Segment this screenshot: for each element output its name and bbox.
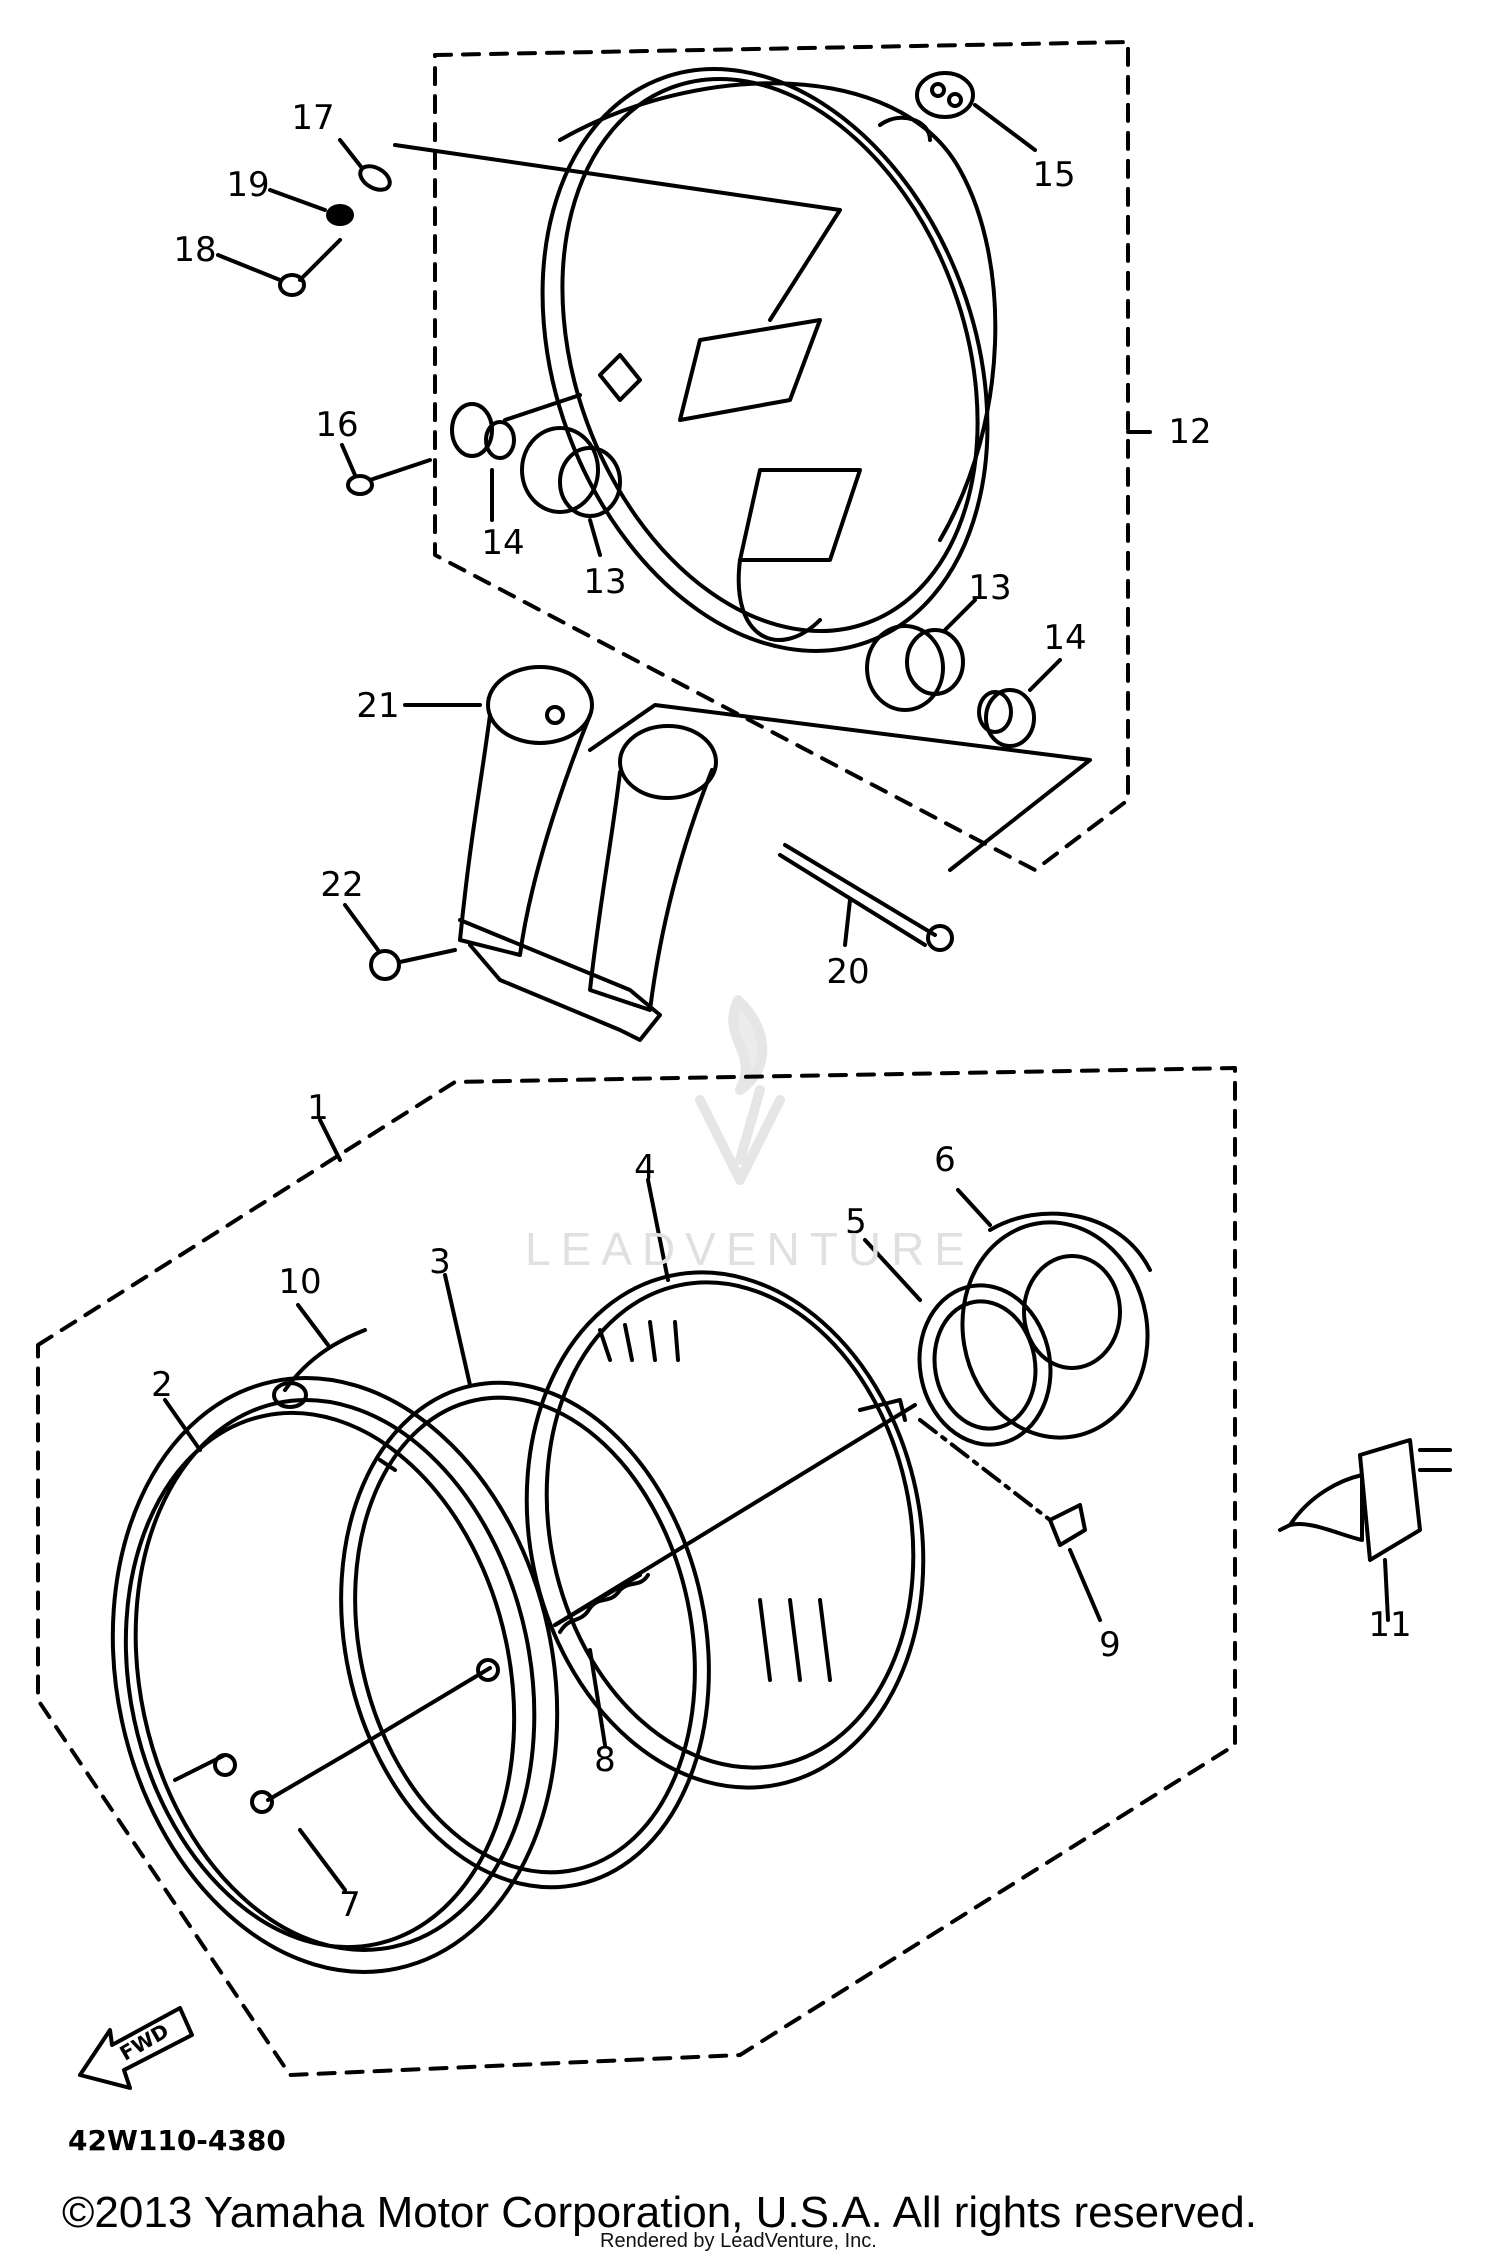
headlight-rim-2 <box>110 1376 560 1974</box>
leader-14-right <box>1028 658 1062 692</box>
callout-22: 22 <box>320 865 364 905</box>
mounting-ring-3 <box>339 1380 711 1890</box>
callout-8: 8 <box>594 1740 616 1780</box>
leader-4 <box>646 1178 670 1282</box>
callout-7: 7 <box>339 1885 361 1925</box>
callout-4: 4 <box>634 1148 656 1188</box>
clip-9 <box>1048 1503 1087 1547</box>
nut-19 <box>326 204 354 226</box>
rendered-by-note: Rendered by LeadVenture, Inc. <box>600 2230 877 2252</box>
callout-13-left: 13 <box>583 562 627 602</box>
wire-clip-10 <box>272 1328 367 1409</box>
callout-14-left: 14 <box>481 523 525 563</box>
housing-boundary-dashed <box>433 40 1130 872</box>
headlight-lens-4 <box>524 1270 926 1790</box>
callout-18: 18 <box>173 230 217 270</box>
callout-1: 1 <box>307 1088 329 1128</box>
leader-11 <box>1383 1558 1390 1622</box>
leader-15 <box>973 103 1037 152</box>
leader-18 <box>216 253 282 282</box>
damper-13-right <box>865 624 965 712</box>
leader-10 <box>296 1303 330 1347</box>
leader-3 <box>443 1273 472 1387</box>
callout-19: 19 <box>226 165 270 205</box>
leader-5 <box>863 1238 922 1302</box>
leader-2 <box>163 1398 202 1452</box>
bolt-20 <box>778 843 954 952</box>
callout-13-right: 13 <box>968 568 1012 608</box>
leader-17 <box>338 138 364 170</box>
callout-14-right: 14 <box>1043 618 1087 658</box>
callout-17: 17 <box>291 98 335 138</box>
leader-19 <box>268 188 327 212</box>
leader-6 <box>956 1188 992 1227</box>
callout-16: 16 <box>315 405 359 445</box>
socket-cover-6 <box>960 1211 1152 1440</box>
fwd-arrow <box>78 2006 194 2090</box>
screw-16 <box>346 458 432 496</box>
callout-5: 5 <box>845 1202 867 1242</box>
leader-7 <box>298 1828 347 1892</box>
bulb-holder-5 <box>917 1283 1053 1447</box>
ref-line-14-left <box>503 393 582 422</box>
callout-12: 12 <box>1168 412 1212 452</box>
callout-11: 11 <box>1368 1605 1412 1645</box>
leader-22 <box>343 903 380 952</box>
ref-line-17 <box>393 143 842 322</box>
watermark-logo <box>695 995 785 1185</box>
callout-15: 15 <box>1032 155 1076 195</box>
washer-17 <box>358 164 392 192</box>
callout-10: 10 <box>278 1262 322 1302</box>
leader-8 <box>588 1648 607 1747</box>
headlight-housing <box>540 67 998 653</box>
leader-9 <box>1068 1548 1102 1622</box>
headlight-stay-21 <box>458 665 718 1042</box>
callout-3: 3 <box>429 1242 451 1282</box>
callout-20: 20 <box>826 952 870 992</box>
leader-13-left <box>588 518 602 557</box>
screw-18 <box>278 238 342 297</box>
leader-20 <box>843 898 852 947</box>
grommet-15 <box>915 71 975 119</box>
callout-9: 9 <box>1099 1625 1121 1665</box>
watermark-text: LEADVENTURE <box>525 1223 975 1275</box>
ref-line-9 <box>918 1418 1052 1522</box>
bulb-11 <box>1278 1438 1452 1562</box>
leader-13-right <box>943 598 977 632</box>
collar-14-left <box>450 402 516 460</box>
unit-boundary-dashed <box>36 1066 1237 2077</box>
screw-7 <box>250 1658 500 1814</box>
copyright-notice: ©2013 Yamaha Motor Corporation, U.S.A. A… <box>62 2188 1257 2237</box>
callout-2: 2 <box>151 1365 173 1405</box>
leader-1 <box>318 1118 342 1162</box>
drawing-code: 42W110-4380 <box>68 2124 286 2157</box>
callout-6: 6 <box>934 1140 956 1180</box>
collar-14-right <box>977 688 1036 748</box>
damper-13-left <box>520 426 622 518</box>
spring-8 <box>553 1403 917 1634</box>
bolt-22 <box>369 948 457 981</box>
callout-21: 21 <box>356 686 400 726</box>
ref-line-21 <box>588 703 1092 872</box>
leader-16 <box>340 443 357 477</box>
